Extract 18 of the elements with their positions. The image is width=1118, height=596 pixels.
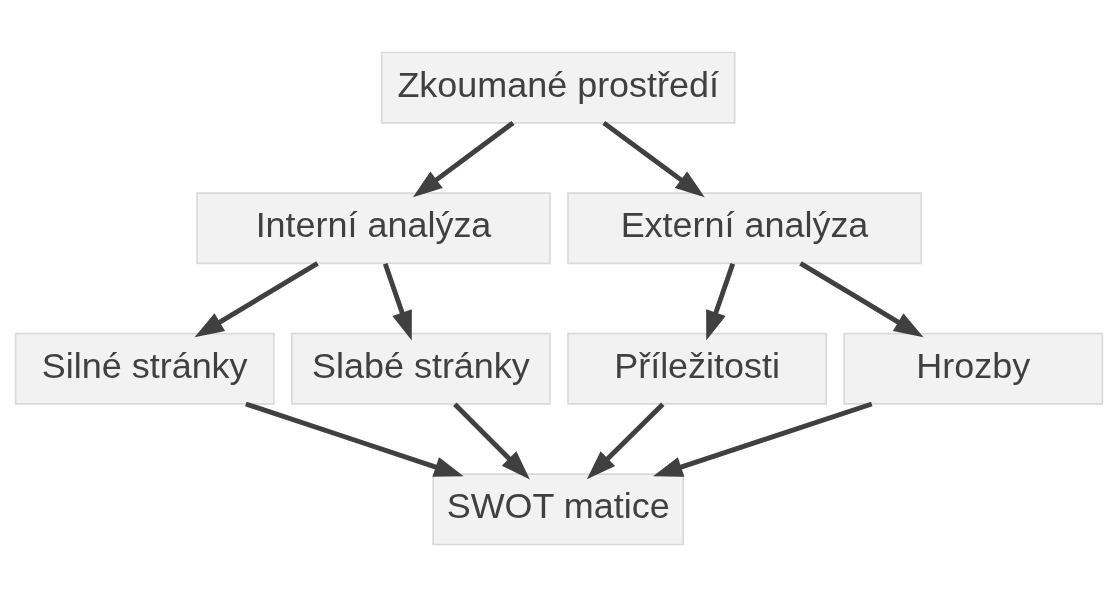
arrow <box>412 120 515 197</box>
node-box: Silné stránky <box>14 332 275 405</box>
node-box: Hrozby <box>843 332 1104 405</box>
arrow <box>653 401 873 477</box>
arrow <box>453 402 530 479</box>
arrow <box>382 262 412 341</box>
arrow <box>799 260 924 337</box>
arrow <box>706 262 736 341</box>
node-box: Externí analýza <box>567 191 922 264</box>
node-box: Interní analýza <box>196 191 551 264</box>
arrow <box>586 402 665 479</box>
node-box: SWOT matice <box>432 472 685 545</box>
node-box: Příležitosti <box>567 332 828 405</box>
arrow <box>194 260 319 337</box>
arrow <box>602 120 705 197</box>
node-box: Zkoumané prostředí <box>380 51 736 124</box>
arrow <box>245 401 464 477</box>
node-box: Slabé stránky <box>290 332 551 405</box>
